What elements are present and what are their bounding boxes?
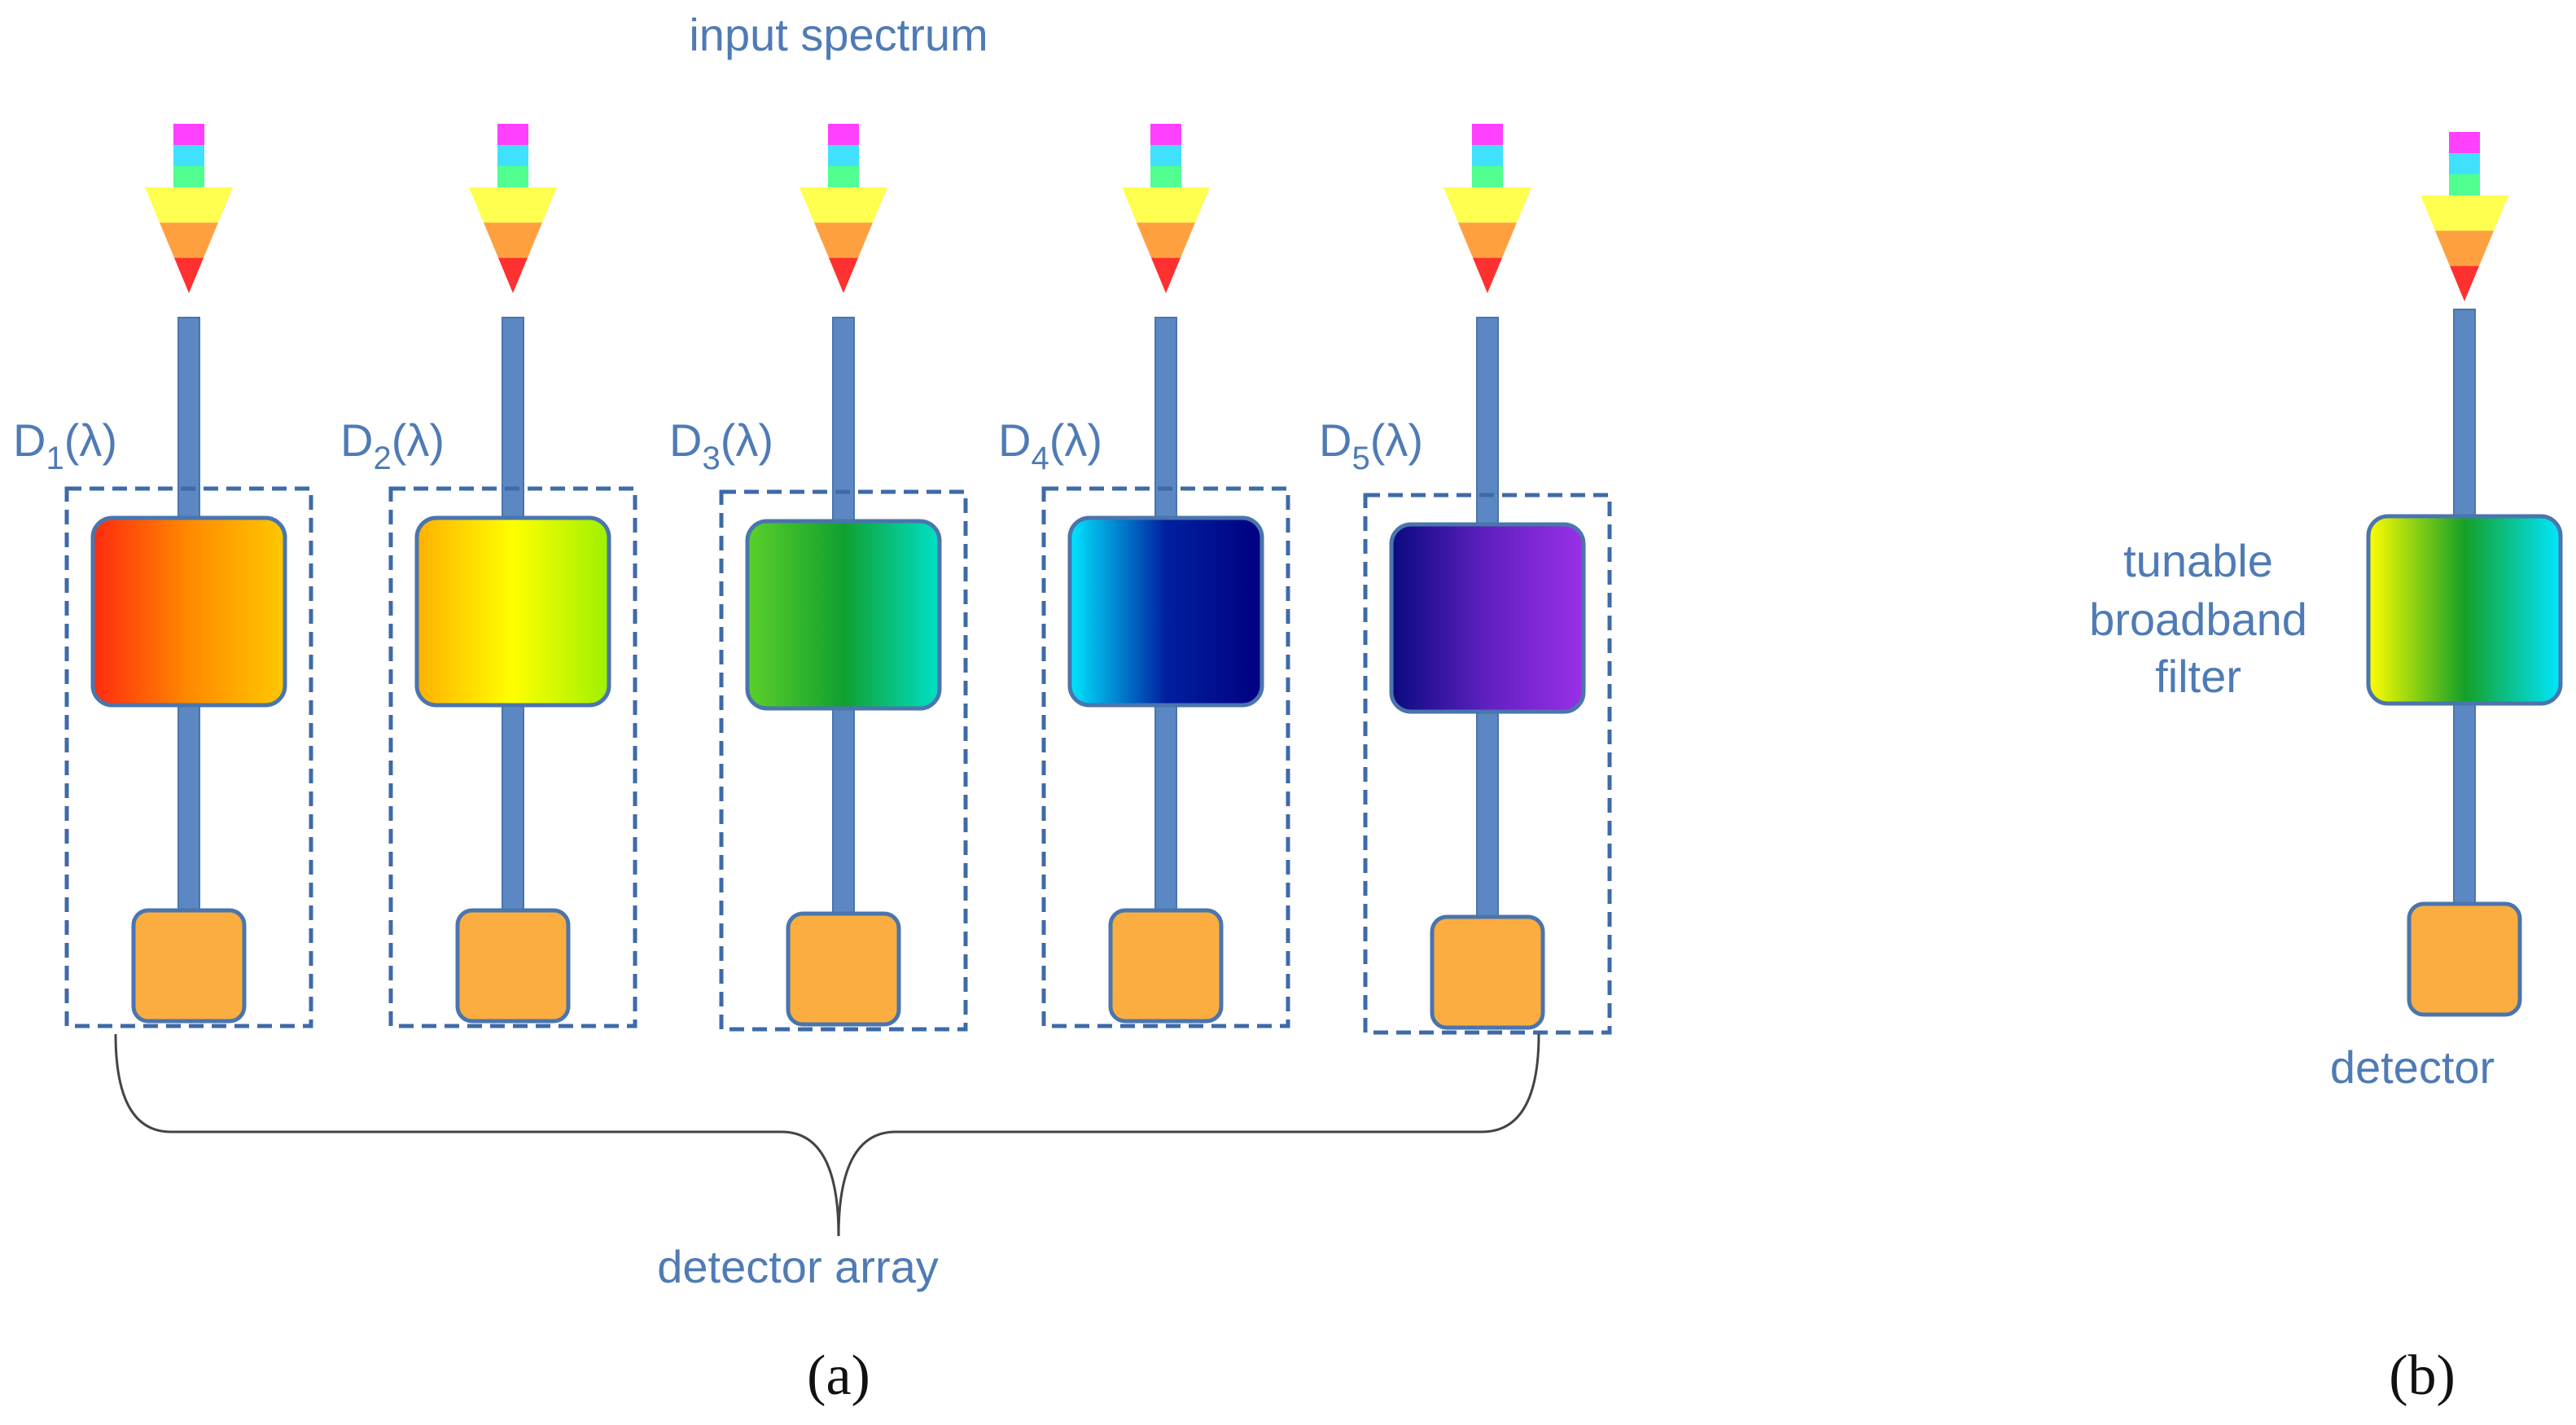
detector-array-label: detector array [657,1241,939,1292]
detector-unit-5 [1363,317,1612,1035]
input-arrow-2 [469,124,557,293]
detector-unit-1 [64,317,313,1028]
channel-label-2: D2(λ) [340,414,445,476]
filter [1389,522,1586,714]
filter [1067,515,1264,708]
channel-label-4: D4(λ) [998,414,1102,476]
filter [2366,514,2563,706]
detector-array-brace [114,1033,1540,1237]
detector-units: D1(λ) D2(λ) D3(λ) D4(λ) D5(λ) [13,124,2563,1035]
detector-square [1108,908,1224,1024]
input-arrow-1 [145,124,233,293]
channel-label-1: D1(λ) [13,414,117,476]
panel-b-label: (b) [2389,1344,2456,1407]
detector-label: detector [2330,1041,2495,1093]
detector-square [2407,901,2522,1017]
detector-frame [1041,486,1290,1028]
tunable-label-line-3: filter [2155,651,2241,702]
channel-label-5: D5(λ) [1319,414,1423,476]
input-arrow-5 [1444,124,1531,293]
filter [414,515,611,708]
filter [745,519,942,711]
detector-frame [64,486,313,1028]
detector-square [1430,914,1545,1030]
tunable-label-line-2: broadband [2089,594,2307,645]
input-spectrum-label: input spectrum [689,9,988,60]
detector-square [786,911,901,1027]
detector-frame [719,489,968,1032]
detector-unit-4 [1041,317,1290,1028]
tunable-input-arrow [2420,132,2508,301]
input-arrow-3 [800,124,887,293]
detector-unit-2 [388,317,637,1028]
channel-label-3: D3(λ) [669,414,773,476]
detector-square [131,908,247,1024]
tunable-unit [2366,309,2563,1017]
detector-frame [388,486,637,1028]
detector-square [455,908,571,1024]
panel-a-label: (a) [807,1344,870,1407]
input-arrow-4 [1122,124,1210,293]
detector-unit-3 [719,317,968,1032]
tunable-label-line-1: tunable [2123,535,2273,586]
filter [90,515,287,708]
detector-frame [1363,493,1612,1035]
